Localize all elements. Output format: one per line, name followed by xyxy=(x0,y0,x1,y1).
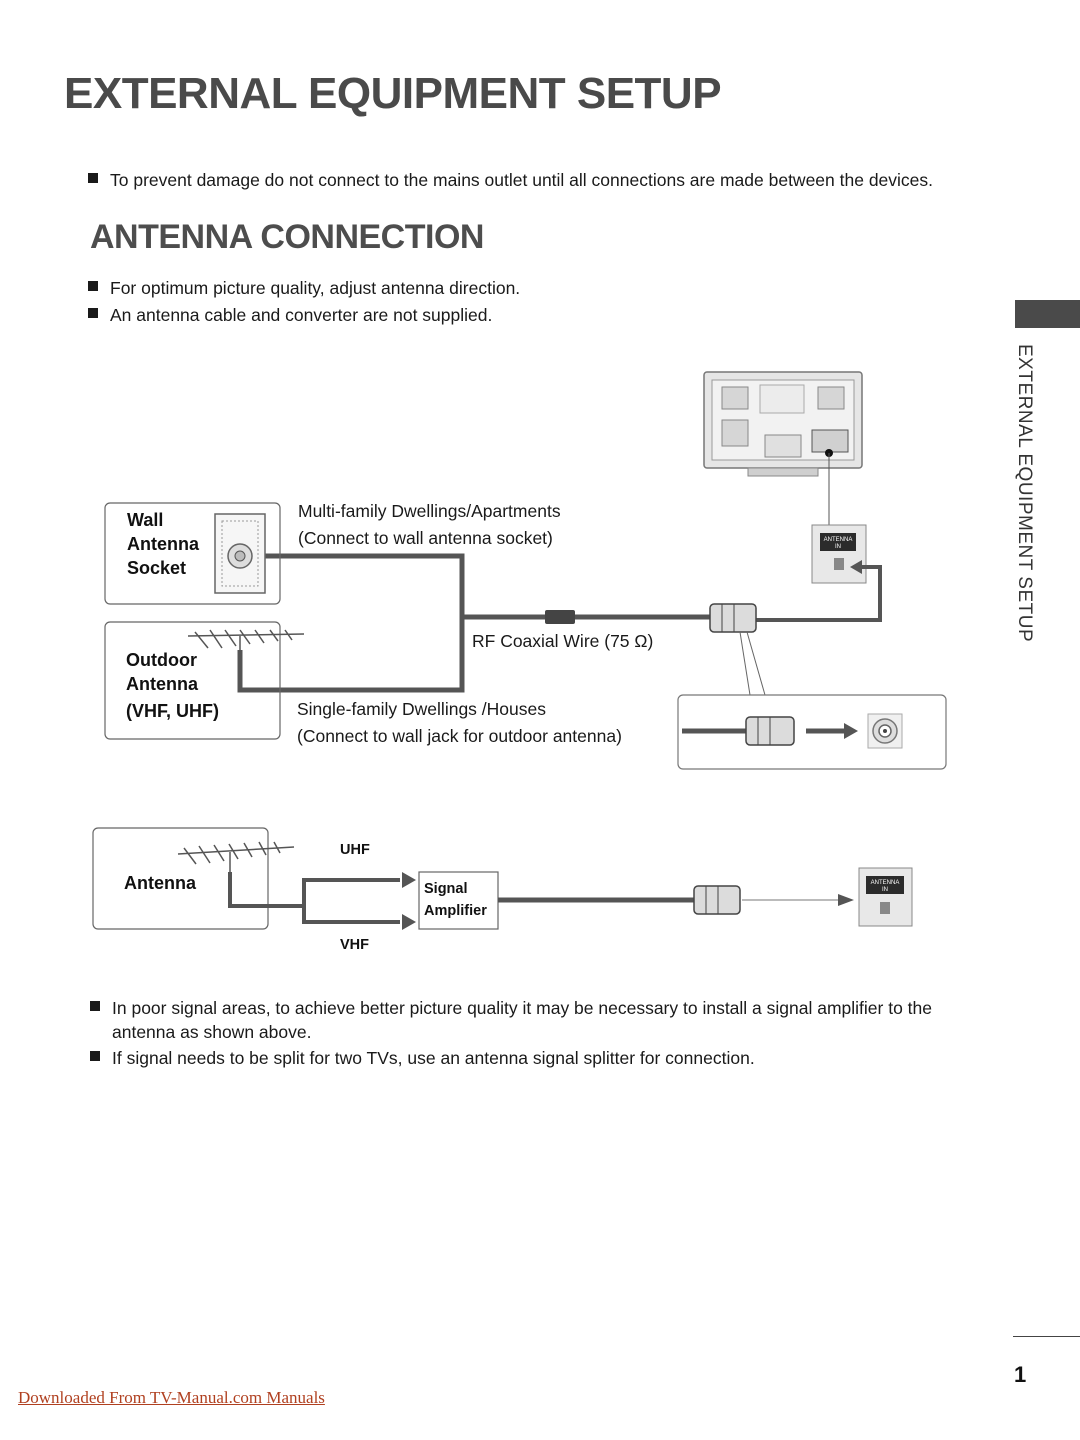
side-tab-label: EXTERNAL EQUIPMENT SETUP xyxy=(1014,344,1035,643)
antenna-in-port-illustration: ANTENNA IN xyxy=(811,524,867,584)
wall-socket-box xyxy=(104,502,281,605)
port-label: IN xyxy=(835,544,841,550)
signal-amplifier-box xyxy=(418,871,499,930)
antenna-icon xyxy=(177,841,295,880)
rf-plug-illustration xyxy=(709,603,757,633)
amplifier-label-line2: Amplifier xyxy=(424,903,487,919)
rf-plug-illustration xyxy=(693,885,741,915)
tv-rear-panel-illustration xyxy=(703,371,863,477)
download-source-link[interactable]: Downloaded From TV-Manual.com Manuals xyxy=(18,1388,325,1407)
amplifier-diagram: ANTENNA IN xyxy=(92,827,913,930)
bullet-marker xyxy=(88,308,98,318)
intro-bullet-text: To prevent damage do not connect to the … xyxy=(110,170,934,190)
antenna-label: Antenna xyxy=(124,873,196,893)
page-title: EXTERNAL EQUIPMENT SETUP xyxy=(64,69,722,118)
section-bullet: For optimum picture quality, adjust ante… xyxy=(88,276,948,300)
bullet-marker xyxy=(90,1001,100,1011)
note-bullet: In poor signal areas, to achieve better … xyxy=(90,996,970,1044)
multi-family-label: Multi-family Dwellings/Apartments xyxy=(298,501,561,521)
antenna-box xyxy=(92,827,269,930)
outdoor-antenna-label-line1: Outdoor xyxy=(126,650,197,670)
intro-bullet: To prevent damage do not connect to the … xyxy=(88,168,948,192)
bullet-marker xyxy=(88,281,98,291)
note-bullet: If signal needs to be split for two TVs,… xyxy=(90,1046,970,1070)
antenna-connection-diagram: ANTENNA IN xyxy=(104,371,947,770)
outdoor-antenna-box xyxy=(104,621,281,740)
footer-rule xyxy=(1013,1336,1080,1337)
section-bullet-text: An antenna cable and converter are not s… xyxy=(110,305,493,325)
bullet-marker xyxy=(90,1051,100,1061)
bullet-marker xyxy=(88,173,98,183)
uhf-label: UHF xyxy=(340,842,370,858)
page-number: 1 xyxy=(1014,1362,1027,1387)
antenna-in-port-illustration: ANTENNA IN xyxy=(858,867,913,927)
section-bullet: An antenna cable and converter are not s… xyxy=(88,303,948,327)
single-family-label: Single-family Dwellings /Houses xyxy=(297,699,546,719)
amplifier-label-line1: Signal xyxy=(424,881,468,897)
outdoor-antenna-label-line2: Antenna xyxy=(126,674,198,694)
rf-wire-label: RF Coaxial Wire (75 Ω) xyxy=(472,631,654,651)
section-bullet-text: For optimum picture quality, adjust ante… xyxy=(110,278,521,298)
outdoor-antenna-icon xyxy=(187,629,305,652)
outdoor-antenna-label-line3: (VHF, UHF) xyxy=(126,701,219,721)
single-family-note: (Connect to wall jack for outdoor antenn… xyxy=(297,726,622,746)
port-label: ANTENNA xyxy=(871,880,900,886)
multi-family-note: (Connect to wall antenna socket) xyxy=(298,528,553,548)
port-label: ANTENNA xyxy=(824,537,853,543)
wall-socket-label-line2: Antenna xyxy=(127,534,199,554)
note-bullet-text: If signal needs to be split for two TVs,… xyxy=(112,1048,755,1068)
wall-socket-label-line1: Wall xyxy=(127,510,164,530)
port-label: IN xyxy=(882,887,888,893)
section-title: ANTENNA CONNECTION xyxy=(90,218,484,256)
side-tab-marker xyxy=(1015,300,1080,328)
vhf-label: VHF xyxy=(340,937,369,953)
note-bullet-text: In poor signal areas, to achieve better … xyxy=(112,998,933,1042)
wall-socket-label-line3: Socket xyxy=(127,558,187,578)
